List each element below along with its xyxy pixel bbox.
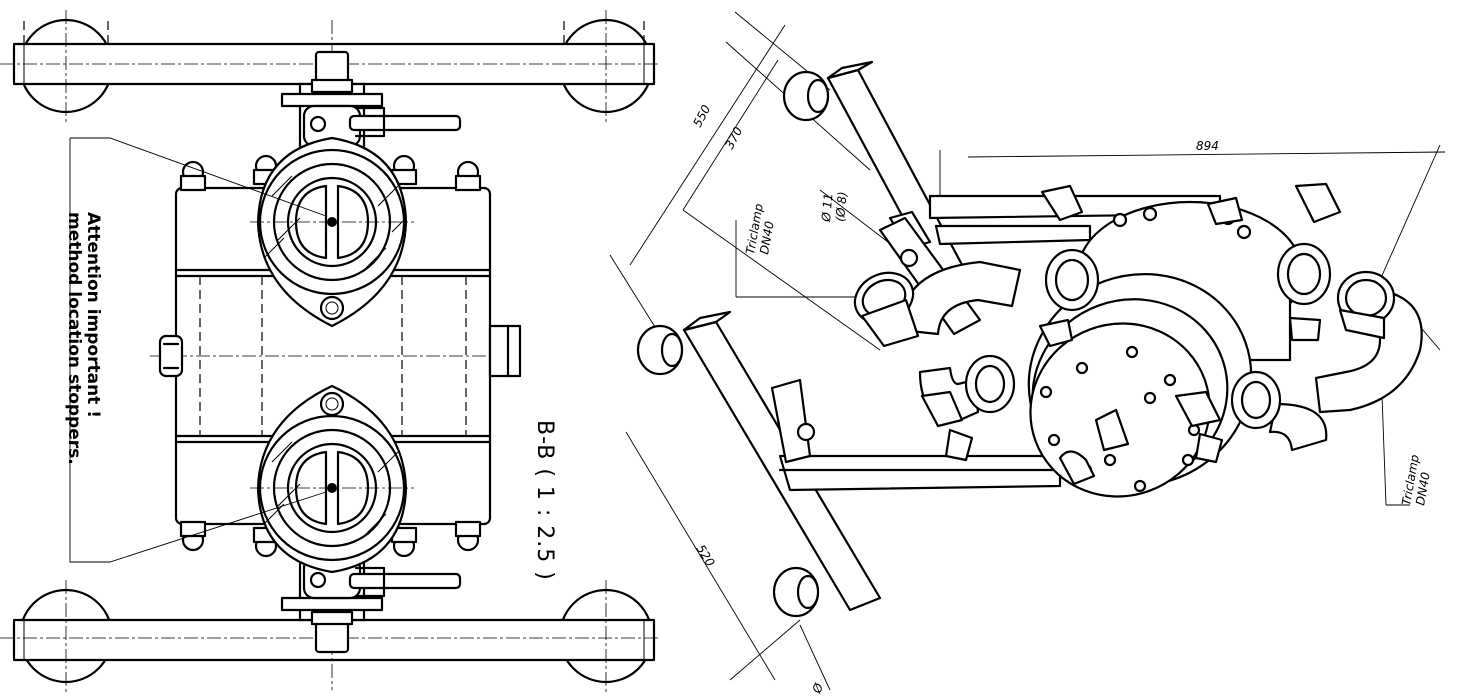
section-scale-label: B-B ( 1 : 2.5 ) (532, 420, 557, 581)
isometric-view: 550 370 894 520 Ø 11 (Ø 8) Triclamp DN40… (609, 11, 1446, 696)
lower-chamber-section (250, 384, 414, 574)
callout-lower-line2: DN40 (1413, 471, 1433, 507)
casters (636, 70, 830, 618)
dim-550: 550 (690, 102, 713, 129)
pump-body (1027, 200, 1304, 498)
dim-894: 894 (1196, 139, 1219, 153)
dim-bottom-partial: Ø (809, 681, 826, 696)
dimension-lines (609, 11, 1446, 691)
dim-hole-dia: Ø 11 (819, 193, 836, 224)
callout-upper-line2: DN40 (757, 220, 777, 256)
bolt-heads (179, 154, 482, 558)
upper-chamber-section (250, 136, 414, 328)
section-view-b-b: Attention important ! method location st… (0, 10, 660, 694)
stopper-note-line-1: Attention important ! (83, 212, 103, 418)
stopper-note-line-2: method location stoppers. (64, 212, 84, 465)
pipes (898, 260, 1423, 452)
dim-520: 520 (693, 542, 717, 569)
triclamp-fittings (853, 182, 1396, 464)
bottom-caster-rail (0, 580, 660, 694)
dim-hole-ref: (Ø 8) (833, 191, 850, 222)
dim-370: 370 (722, 124, 745, 151)
